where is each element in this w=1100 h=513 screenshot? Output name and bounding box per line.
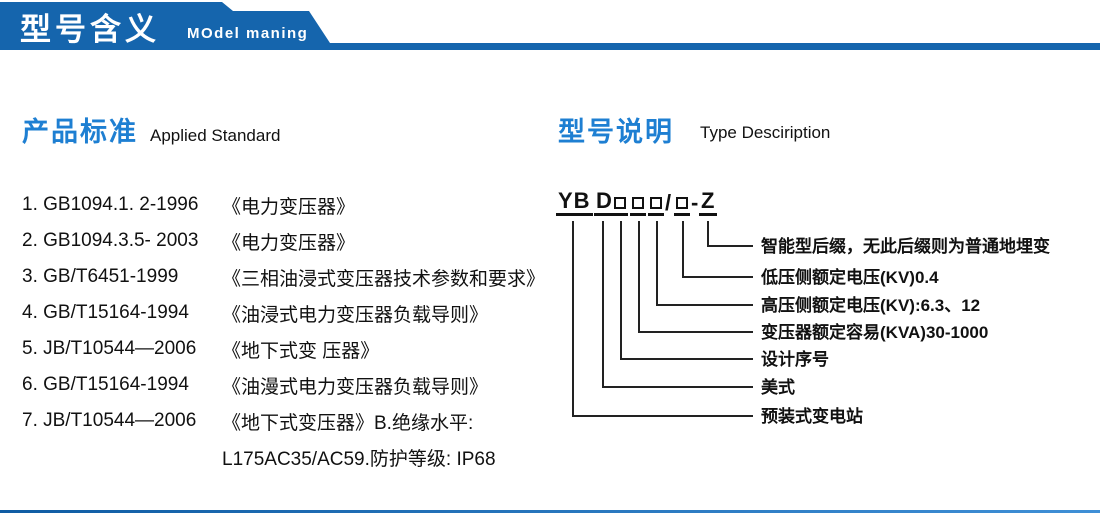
standard-title: 《电力变压器》	[222, 196, 356, 218]
connector-line-z	[707, 221, 753, 247]
standard-item: 3. GB/T6451-1999 《三相油浸式变压器技术参数和要求》	[22, 259, 552, 295]
page-title-en: MOdel maning	[187, 25, 309, 42]
placeholder-box-icon	[614, 196, 626, 209]
connector-line-d	[602, 221, 753, 388]
annotation-hv-voltage: 高压侧额定电压(KV):6.3、12	[761, 296, 981, 315]
model-code-segment-yb: YB	[556, 188, 593, 216]
standard-title: 《油漫式电力变压器负载导则》	[222, 376, 489, 398]
annotation-design-serial: 设计序号	[761, 350, 829, 369]
connector-line-box2	[638, 221, 753, 333]
standard-code: 5. JB/T10544—2006	[22, 338, 197, 359]
header-banner	[0, 2, 1100, 50]
annotation-american-style: 美式	[761, 378, 795, 397]
connector-line-yb	[572, 221, 753, 417]
standard-title: 《地下式变压器》B.绝缘水平:	[222, 412, 474, 434]
standard-code: 7. JB/T10544—2006	[22, 410, 197, 431]
standard-code: 2. GB1094.3.5- 2003	[22, 230, 199, 251]
placeholder-box-icon	[632, 196, 644, 209]
type-description-heading: 型号说明 Type Desciription	[558, 110, 830, 149]
standard-item: 1. GB1094.1. 2-1996 《电力变压器》	[22, 187, 552, 223]
standard-item: 7. JB/T10544—2006 《地下式变压器》B.绝缘水平:	[22, 403, 552, 439]
connector-line-box1	[620, 221, 753, 360]
standard-title: L175AC35/AC59.防护等级: IP68	[222, 448, 496, 470]
placeholder-box-icon	[650, 196, 662, 209]
applied-standard-heading: 产品标准 Applied Standard	[22, 110, 280, 149]
standard-title: 《地下式变 压器》	[222, 340, 380, 362]
annotation-lv-voltage: 低压侧额定电压(KV)0.4	[761, 268, 939, 287]
annotation-rated-capacity: 变压器额定容易(KVA)30-1000	[761, 323, 989, 342]
standard-item: 6. GB/T15164-1994 《油漫式电力变压器负载导则》	[22, 367, 552, 403]
model-code-dash: -	[691, 189, 700, 215]
type-description-heading-zh: 型号说明	[558, 117, 674, 147]
standard-code: 4. GB/T15164-1994	[22, 302, 189, 323]
annotation-prefab-substation: 预装式变电站	[761, 407, 863, 426]
standard-code: 6. GB/T15164-1994	[22, 374, 189, 395]
type-description-heading-en: Type Desciription	[700, 123, 831, 142]
page-title-zh: 型号含义	[20, 12, 160, 47]
connector-line-box4	[682, 221, 753, 278]
model-code-segment-z: Z	[699, 188, 718, 216]
applied-standard-heading-en: Applied Standard	[150, 126, 281, 145]
standard-code: 1. GB1094.1. 2-1996	[22, 194, 199, 215]
model-code-box-3	[648, 189, 664, 216]
bottom-divider	[0, 510, 1100, 513]
placeholder-box-icon	[676, 196, 688, 209]
standard-title: 《三相油浸式变压器技术参数和要求》	[222, 268, 546, 290]
standard-item: L175AC35/AC59.防护等级: IP68	[22, 439, 552, 475]
standard-code: 3. GB/T6451-1999	[22, 266, 179, 287]
model-code-box-1	[612, 189, 628, 216]
annotation-smart-suffix: 智能型后缀，无此后缀则为普通地埋变	[761, 237, 1050, 256]
standards-list: 1. GB1094.1. 2-1996 《电力变压器》 2. GB1094.3.…	[22, 187, 552, 475]
model-code-box-4	[674, 189, 690, 216]
model-code-slash: /	[665, 189, 673, 215]
standard-title: 《电力变压器》	[222, 232, 356, 254]
model-code-segment-d: D	[594, 188, 615, 216]
standard-title: 《油浸式电力变压器负载导则》	[222, 304, 489, 326]
applied-standard-heading-zh: 产品标准	[22, 117, 138, 147]
model-code-box-2	[630, 189, 646, 216]
standard-item: 2. GB1094.3.5- 2003 《电力变压器》	[22, 223, 552, 259]
standard-item: 4. GB/T15164-1994 《油浸式电力变压器负载导则》	[22, 295, 552, 331]
standard-item: 5. JB/T10544—2006 《地下式变 压器》	[22, 331, 552, 367]
connector-line-box3	[656, 221, 753, 306]
